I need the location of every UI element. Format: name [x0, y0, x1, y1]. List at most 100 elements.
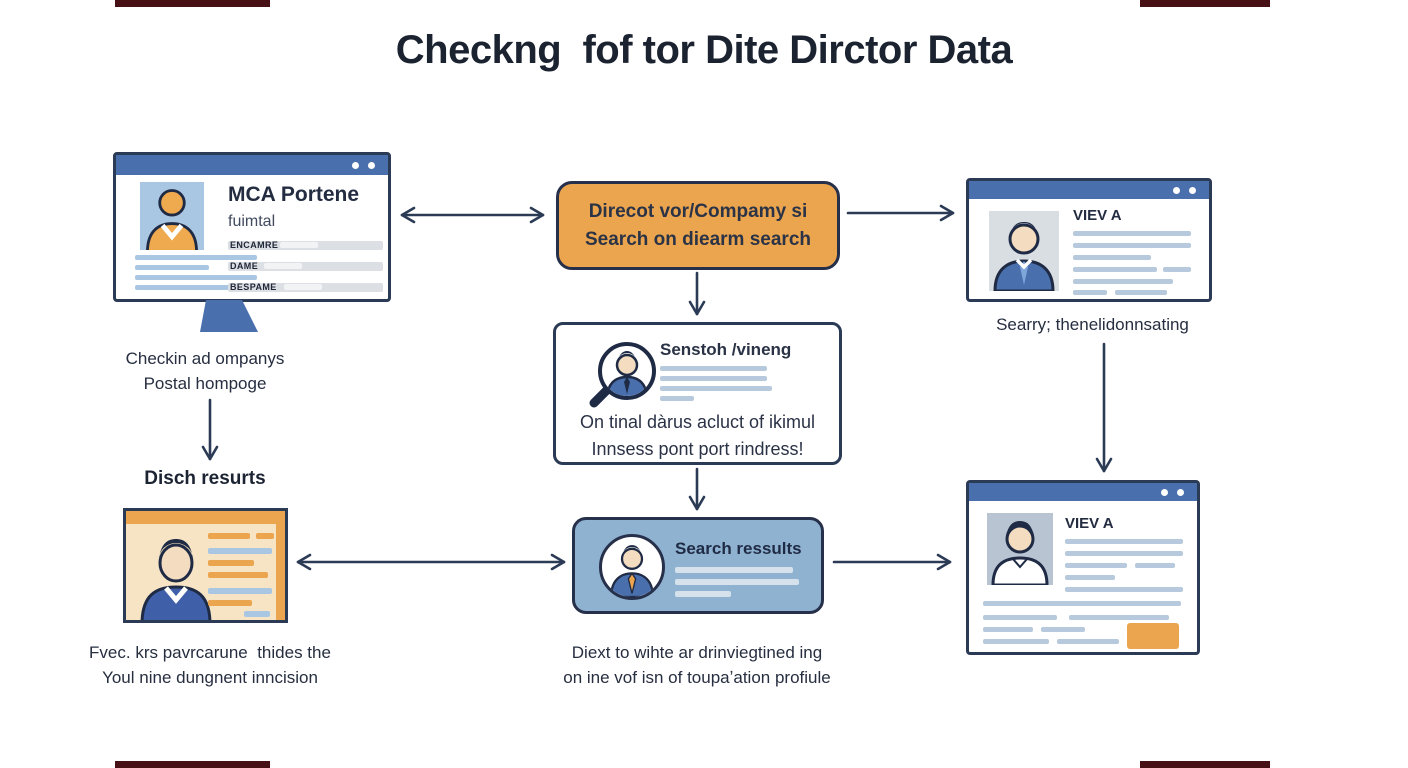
node-text-line: Direcot vor/Compamy si [588, 200, 808, 222]
view-window-heading: VIEV A [1073, 207, 1122, 224]
person-icon [146, 189, 198, 250]
placeholder-line [256, 533, 274, 539]
caption-line: Checkin ad ompanys [125, 349, 285, 368]
window-dot [368, 161, 375, 169]
search-results-node: Search ressults [572, 517, 824, 614]
card-caption: Fvec. krs pavrcarune thides the Youl nin… [50, 640, 370, 690]
placeholder-line [983, 615, 1057, 620]
placeholder-line [1041, 627, 1085, 632]
profile-avatar [987, 513, 1053, 585]
window-dot [1189, 186, 1196, 194]
form-field[interactable]: ENCAMRE [228, 239, 383, 251]
placeholder-line [660, 376, 767, 381]
placeholder-line [1065, 539, 1183, 544]
page-title: Checkng fof tor Dite Dirctor Data [395, 28, 1013, 72]
corner-bar-bottom-left [115, 761, 270, 768]
placeholder-line [135, 255, 257, 260]
window-dot [1177, 488, 1184, 496]
field-input-highlight [264, 263, 302, 269]
view-top-caption: Searry; thenelidonnsating [960, 312, 1225, 337]
window-titlebar [969, 181, 1209, 199]
node-text-line: Innsess pont port rindress! [591, 439, 804, 459]
detail-node-heading: Senstoh /vineng [660, 340, 792, 359]
person-icon [140, 539, 212, 620]
placeholder-line [1073, 267, 1157, 272]
placeholder-line [660, 396, 694, 401]
action-button[interactable] [1127, 623, 1179, 649]
placeholder-line [244, 611, 270, 617]
placeholder-line [675, 591, 731, 597]
mca-avatar [140, 182, 204, 250]
placeholder-line [1073, 243, 1191, 248]
mca-window-heading: MCA Portene [228, 183, 360, 206]
results-avatar [599, 534, 665, 600]
placeholder-line [208, 533, 250, 539]
detail-node-body: On tinal dàrus acluct of ikimul Innsess … [556, 409, 839, 463]
search-viewing-node: Senstoh /vineng On tinal dàrus acluct of… [553, 322, 842, 465]
window-titlebar [969, 483, 1197, 501]
view-profile-window-bottom: VIEV A [966, 480, 1200, 655]
placeholder-line [1065, 563, 1127, 568]
caption-line: Searry; thenelidonnsating [996, 315, 1189, 334]
window-dot [1161, 488, 1168, 496]
placeholder-line [135, 265, 209, 270]
profile-avatar [989, 211, 1059, 291]
placeholder-line [1069, 615, 1169, 620]
search-results-label: Disch resurts [144, 468, 266, 489]
placeholder-line [660, 366, 767, 371]
form-field[interactable]: BESPAME [228, 281, 383, 293]
field-input-highlight [284, 284, 322, 290]
mca-portal-window: MCA Portene fuimtal ENCAMRE DAME BESPAME [113, 152, 391, 302]
placeholder-line [1057, 639, 1119, 644]
caption-line: Diext to wihte ar drinviegtined ing [571, 643, 823, 662]
placeholder-line [983, 627, 1033, 632]
view-window-heading: VIEV A [1065, 515, 1114, 532]
node-text-line: Search on diearm search [585, 228, 811, 250]
placeholder-line [1065, 551, 1183, 556]
caption-line: on ine vof isn of toupaʼation profiule [563, 668, 831, 687]
card-side-band [276, 511, 285, 620]
divider-line [983, 601, 1181, 606]
card-header-band [126, 511, 285, 524]
form-field[interactable]: DAME [228, 260, 383, 272]
placeholder-line [675, 567, 793, 573]
director-search-node: Direcot vor/Compamy si Search on diearm … [556, 181, 840, 270]
monitor-stand [200, 300, 258, 332]
placeholder-line [208, 572, 268, 578]
placeholder-line [983, 639, 1049, 644]
placeholder-line [1073, 231, 1191, 236]
magnifier-person-icon [589, 342, 656, 408]
mca-window-titlebar [116, 155, 388, 175]
field-input-bar [228, 262, 383, 271]
view-profile-window-top: VIEV A [966, 178, 1212, 302]
placeholder-line [1065, 575, 1115, 580]
placeholder-line [660, 386, 772, 391]
placeholder-line [1115, 290, 1167, 295]
placeholder-line [208, 548, 272, 554]
placeholder-line [135, 275, 257, 280]
window-dot [1173, 186, 1180, 194]
node-text-line: On tinal dàrus acluct of ikimul [579, 412, 816, 432]
caption-line: Postal hompoge [143, 374, 267, 393]
placeholder-line [208, 588, 272, 594]
results-caption: Diext to wihte ar drinviegtined ing on i… [527, 640, 867, 690]
caption-line: Youl nine dungnent inncision [102, 668, 318, 687]
corner-bar-top-left [115, 0, 270, 7]
placeholder-line [208, 560, 254, 566]
person-icon [993, 222, 1055, 291]
mca-caption: Checkin ad ompanys Postal hompoge [90, 346, 320, 396]
person-icon [991, 520, 1049, 585]
placeholder-line [135, 285, 237, 290]
placeholder-line [1073, 279, 1173, 284]
placeholder-line [1163, 267, 1191, 272]
caption-line: Fvec. krs pavrcarune thides the [89, 643, 331, 662]
mca-window-subheading: fuimtal [228, 213, 276, 230]
field-label: DAME [230, 261, 259, 271]
window-dot [352, 161, 359, 169]
field-input-highlight [280, 242, 318, 248]
placeholder-line [1073, 290, 1107, 295]
placeholder-line [1073, 255, 1151, 260]
corner-bar-top-right [1140, 0, 1270, 7]
placeholder-line [675, 579, 799, 585]
